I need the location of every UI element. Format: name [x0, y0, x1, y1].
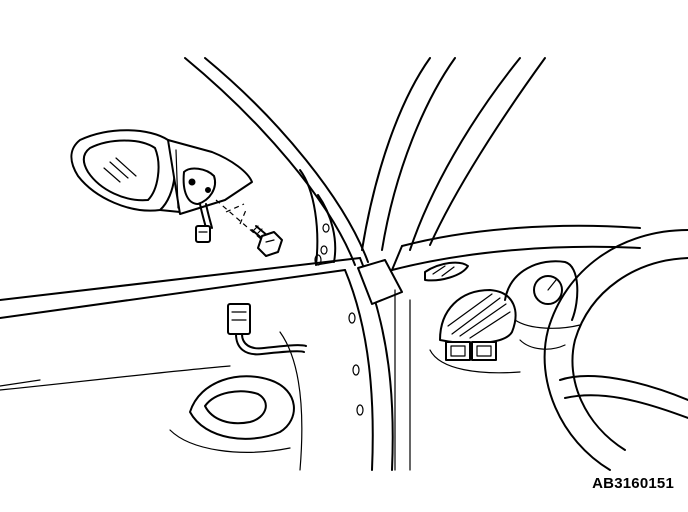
door-mirror — [70, 129, 253, 215]
dashboard — [391, 224, 641, 471]
front-door — [0, 254, 394, 471]
door-harness-connector — [227, 303, 307, 356]
figure-code: AB3160151 — [592, 475, 674, 492]
mirror-harness-connector — [195, 203, 213, 243]
mirror-mounting-bolt — [215, 199, 283, 257]
a-pillar — [184, 57, 546, 305]
steering-wheel — [543, 229, 688, 471]
